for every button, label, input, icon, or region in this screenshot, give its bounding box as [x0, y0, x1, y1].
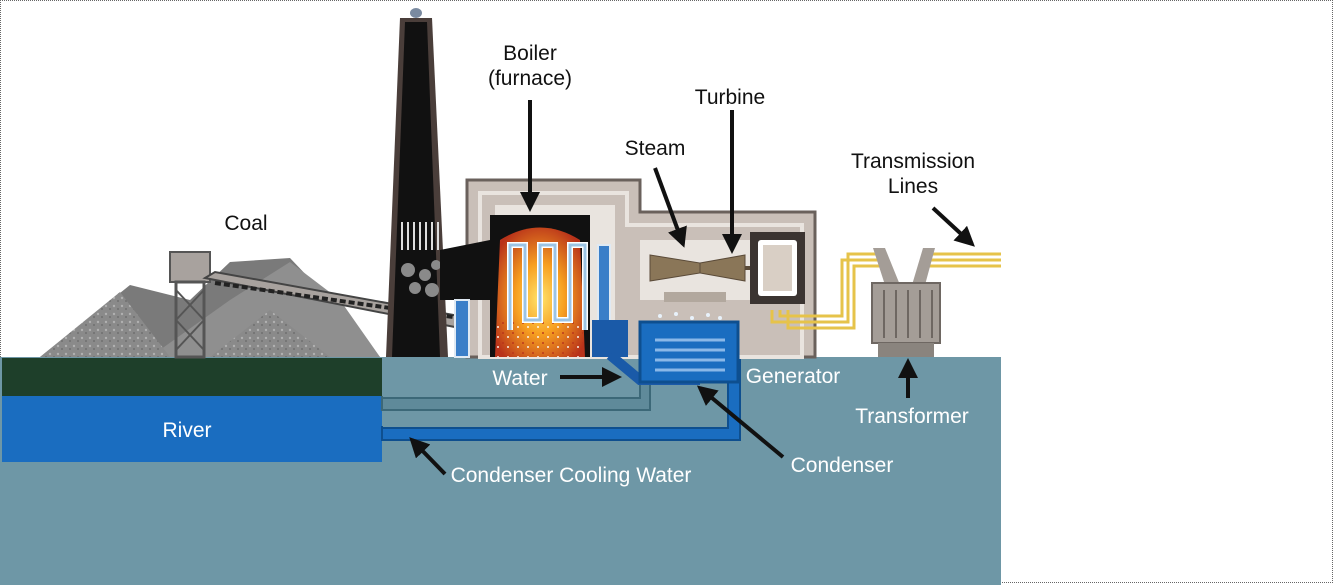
ground-area [0, 324, 1001, 585]
steam-label: Steam [625, 137, 686, 160]
transmission-sublabel: Lines [888, 175, 938, 198]
smokestack [386, 8, 448, 357]
turbine-label: Turbine [695, 86, 765, 109]
arrow-steam [653, 167, 687, 248]
grass-bank [2, 358, 382, 396]
river-label: River [162, 419, 211, 442]
wires [770, 252, 1001, 330]
coal-piles [40, 258, 380, 357]
river [2, 396, 382, 462]
arrow-transmission [931, 206, 975, 247]
boiler [490, 215, 590, 357]
transformer-label: Transformer [855, 405, 969, 428]
transmission-label: Transmission [851, 150, 975, 173]
condenser-label: Condenser [791, 454, 894, 477]
coal-label: Coal [224, 212, 267, 235]
arrow-cooling-water [409, 437, 447, 476]
generator-label: Generator [746, 365, 841, 388]
water-label: Water [492, 367, 547, 390]
callout-arrows [409, 100, 975, 476]
boiler-label: Boiler [503, 42, 557, 65]
condenser [638, 312, 740, 384]
transformer [871, 248, 941, 357]
boiler-sublabel: (furnace) [488, 67, 572, 90]
generator [750, 232, 805, 304]
turbine [640, 240, 760, 302]
cooling-water-label: Condenser Cooling Water [451, 464, 692, 487]
arrow-condenser [696, 385, 785, 459]
